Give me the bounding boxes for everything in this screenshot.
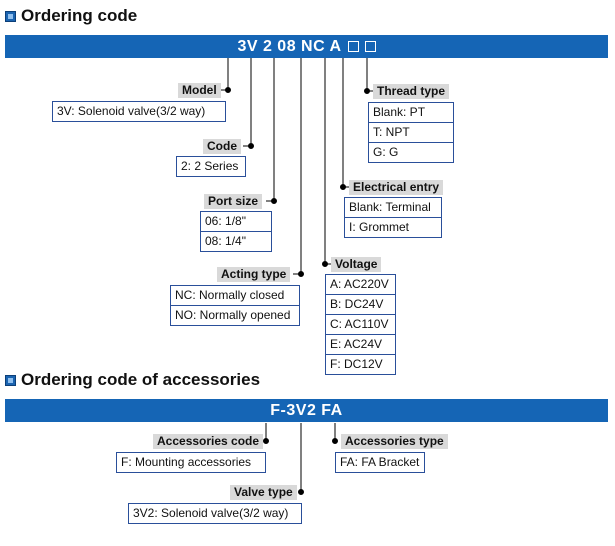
valve-type-options: 3V2: Solenoid valve(3/2 way) — [128, 503, 302, 524]
model-label: Model — [178, 83, 221, 98]
option: 3V: Solenoid valve(3/2 way) — [57, 104, 206, 118]
accessories-code: F-3V2 FA — [270, 402, 343, 419]
ordering-code-bar: 3V 2 08 NC A — [5, 35, 608, 58]
option: Blank: Terminal — [349, 200, 431, 214]
accessories-code-bar: F-3V2 FA — [5, 399, 608, 422]
option: I: Grommet — [345, 217, 441, 237]
electrical-entry-options: Blank: Terminal I: Grommet — [344, 197, 442, 238]
voltage-label: Voltage — [331, 257, 382, 272]
option: 08: 1/4" — [201, 231, 271, 251]
port-size-options: 06: 1/8" 08: 1/4" — [200, 211, 272, 252]
thread-type-options: Blank: PT T: NPT G: G — [368, 102, 454, 163]
blank-slot-icon — [364, 41, 376, 52]
option: 2: 2 Series — [181, 159, 239, 173]
option: E: AC24V — [326, 334, 395, 354]
option: 06: 1/8" — [205, 214, 246, 228]
accessories-type-options: FA: FA Bracket — [335, 452, 425, 473]
acting-type-label: Acting type — [217, 267, 291, 282]
option: NO: Normally opened — [171, 305, 299, 325]
port-size-label: Port size — [204, 194, 263, 209]
section-title: Ordering code — [21, 6, 138, 25]
thread-type-label: Thread type — [373, 84, 450, 99]
acting-type-options: NC: Normally closed NO: Normally opened — [170, 285, 300, 326]
option: NC: Normally closed — [175, 288, 285, 302]
section-title: Ordering code of accessories — [21, 370, 261, 389]
model-options: 3V: Solenoid valve(3/2 way) — [52, 101, 226, 122]
option: Blank: PT — [373, 105, 426, 119]
option: A: AC220V — [330, 277, 389, 291]
option: C: AC110V — [326, 314, 395, 334]
option: B: DC24V — [326, 294, 395, 314]
accessories-code-options: F: Mounting accessories — [116, 452, 266, 473]
electrical-entry-label: Electrical entry — [349, 180, 444, 195]
blank-slot-icon — [347, 41, 359, 52]
accessories-code-label: Accessories code — [153, 434, 264, 449]
option: FA: FA Bracket — [340, 455, 420, 469]
voltage-options: A: AC220V B: DC24V C: AC110V E: AC24V F:… — [325, 274, 396, 375]
square-bullet-icon — [5, 11, 16, 22]
ordering-code: 3V 2 08 NC A — [237, 38, 342, 55]
option: F: Mounting accessories — [121, 455, 252, 469]
code-options: 2: 2 Series — [176, 156, 246, 177]
option: G: G — [369, 142, 453, 162]
code-label: Code — [203, 139, 241, 154]
square-bullet-icon — [5, 375, 16, 386]
option: T: NPT — [369, 122, 453, 142]
option: 3V2: Solenoid valve(3/2 way) — [133, 506, 289, 520]
accessories-type-label: Accessories type — [341, 434, 448, 449]
valve-type-label: Valve type — [230, 485, 297, 500]
option: F: DC12V — [326, 354, 395, 374]
